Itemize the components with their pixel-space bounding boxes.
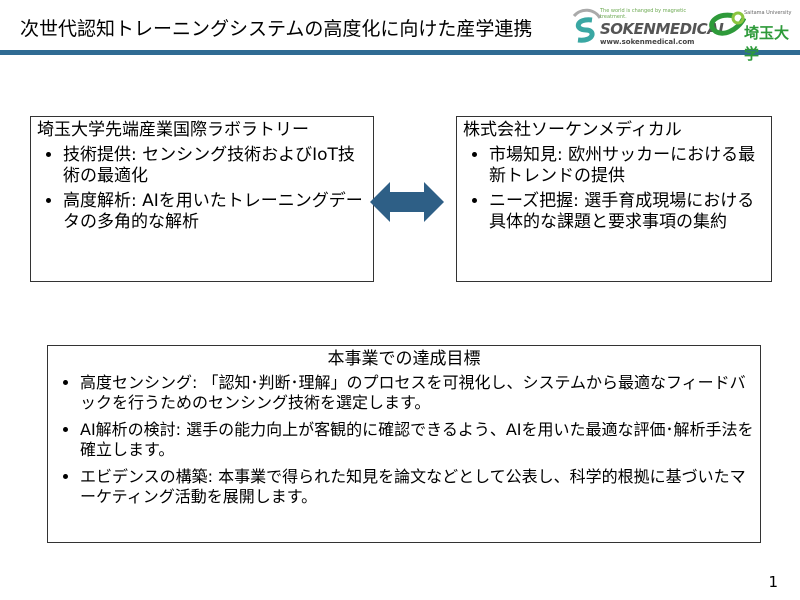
logo-url: www.sokenmedical.com (600, 38, 695, 46)
box-heading: 埼玉大学先端産業国際ラボラトリー (37, 120, 309, 140)
sokenmedical-logo-icon (572, 8, 602, 43)
logo-name: SOKENMEDICAL (600, 20, 728, 38)
slide-title: 次世代認知トレーニングシステムの高度化に向けた産学連携 (20, 18, 533, 40)
saitama-lab-box: 埼玉大学先端産業国際ラボラトリー 技術提供: センシング技術およびIoT技術の最… (30, 116, 374, 282)
box-heading: 本事業での達成目標 (327, 349, 481, 369)
saitama-logo-icon (709, 11, 747, 36)
goals-box: 本事業での達成目標 高度センシング: 「認知･判断･理解」のプロセスを可視化し、… (47, 345, 761, 543)
double-arrow-icon (370, 182, 444, 222)
sokenmedical-box: 株式会社ソーケンメディカル 市場知見: 欧州サッカーにおける最新トレンドの提供ニ… (456, 116, 772, 282)
box-heading: 株式会社ソーケンメディカル (463, 120, 682, 140)
saitama-university-logo: Saitama University 埼玉大学 (704, 8, 796, 63)
sokenmedical-logo: The world is changed by magnetic treatme… (600, 8, 728, 46)
list-item: 技術提供: センシング技術およびIoT技術の最適化 (63, 145, 367, 187)
header-rule (0, 50, 800, 55)
list-item: ニーズ把握: 選手育成現場における具体的な課題と要求事項の集約 (489, 191, 765, 233)
list-item: 市場知見: 欧州サッカーにおける最新トレンドの提供 (489, 145, 765, 187)
list-item: 高度センシング: 「認知･判断･理解」のプロセスを可視化し、システムから最適なフ… (80, 373, 754, 413)
logo-tagline: The world is changed by magnetic treatme… (600, 8, 687, 20)
logo-tagline: Saitama University (744, 10, 792, 16)
list-item: AI解析の検討: 選手の能力向上が客観的に確認できるよう、AIを用いた最適な評価… (80, 420, 754, 460)
list-item: 高度解析: AIを用いたトレーニングデータの多角的な解析 (63, 191, 367, 233)
page-number: 1 (768, 573, 778, 591)
list-item: エビデンスの構築: 本事業で得られた知見を論文などとして公表し、科学的根拠に基づ… (80, 467, 754, 507)
logo-name: 埼玉大学 (744, 24, 790, 63)
